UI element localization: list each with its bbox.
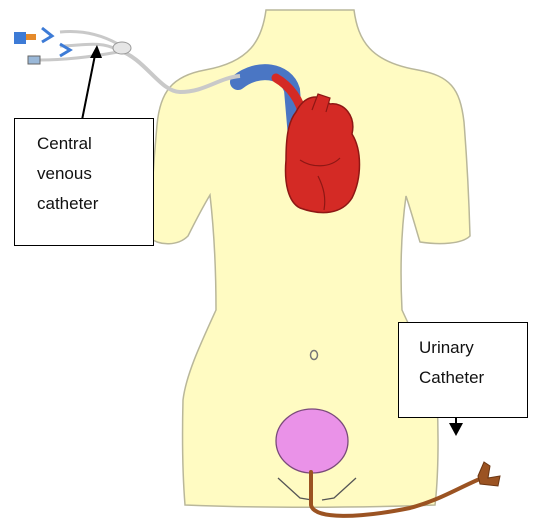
cvc-hub bbox=[113, 42, 131, 54]
connector-orange-icon bbox=[26, 34, 36, 40]
connector-cap-icon bbox=[28, 56, 40, 64]
clamp-icon bbox=[42, 28, 52, 42]
central-venous-catheter-label: Central venous catheter bbox=[14, 118, 154, 246]
arrow-cvc bbox=[82, 50, 96, 120]
urinary-catheter-label: Urinary Catheter bbox=[398, 322, 528, 418]
label-line: Central bbox=[37, 129, 153, 159]
connector-icon bbox=[14, 32, 26, 44]
cvc-tube-low-branch bbox=[40, 52, 118, 60]
label-line: catheter bbox=[37, 189, 153, 219]
catheter-connector-icon bbox=[478, 462, 500, 486]
cvc-tube-upper-branch bbox=[60, 32, 118, 45]
arrowhead-urinary bbox=[449, 423, 463, 436]
heart bbox=[286, 97, 360, 213]
arrowhead-cvc bbox=[90, 45, 102, 58]
label-line: venous bbox=[37, 159, 153, 189]
bladder bbox=[276, 409, 348, 473]
label-line: Urinary bbox=[419, 333, 527, 363]
label-line: Catheter bbox=[419, 363, 527, 393]
